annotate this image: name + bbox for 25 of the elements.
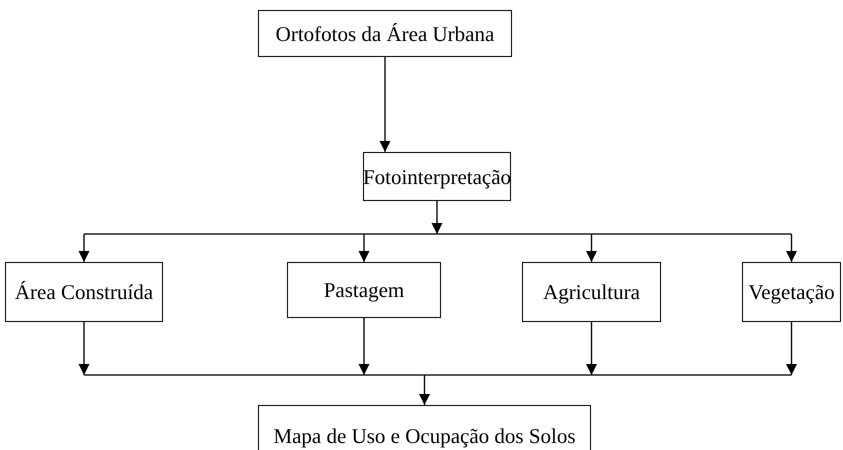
process-box [5, 262, 163, 322]
process-box [258, 10, 512, 57]
arrow [786, 234, 797, 262]
arrow [83, 374, 792, 406]
process-box [287, 262, 441, 318]
box-label: Ortofotos da Área Urbana [276, 22, 494, 46]
box-label: Agricultura [543, 280, 640, 304]
box-label: Pastagem [324, 278, 404, 302]
box-label: Vegetação [748, 280, 835, 304]
process-box [522, 262, 661, 322]
arrow [83, 200, 792, 235]
arrow [358, 234, 370, 262]
box-label: Área Construída [14, 280, 154, 304]
arrow [78, 234, 90, 262]
arrow [586, 322, 597, 375]
box-label: Mapa de Uso e Ocupação dos Solos [273, 424, 576, 448]
process-box [742, 262, 841, 322]
arrow [358, 318, 370, 375]
arrow [786, 322, 797, 375]
process-box [363, 152, 511, 201]
box-label: Fotointerpretação [362, 164, 512, 188]
arrow [380, 57, 390, 152]
arrow [78, 322, 90, 375]
arrow [586, 234, 597, 262]
process-box [258, 405, 591, 450]
